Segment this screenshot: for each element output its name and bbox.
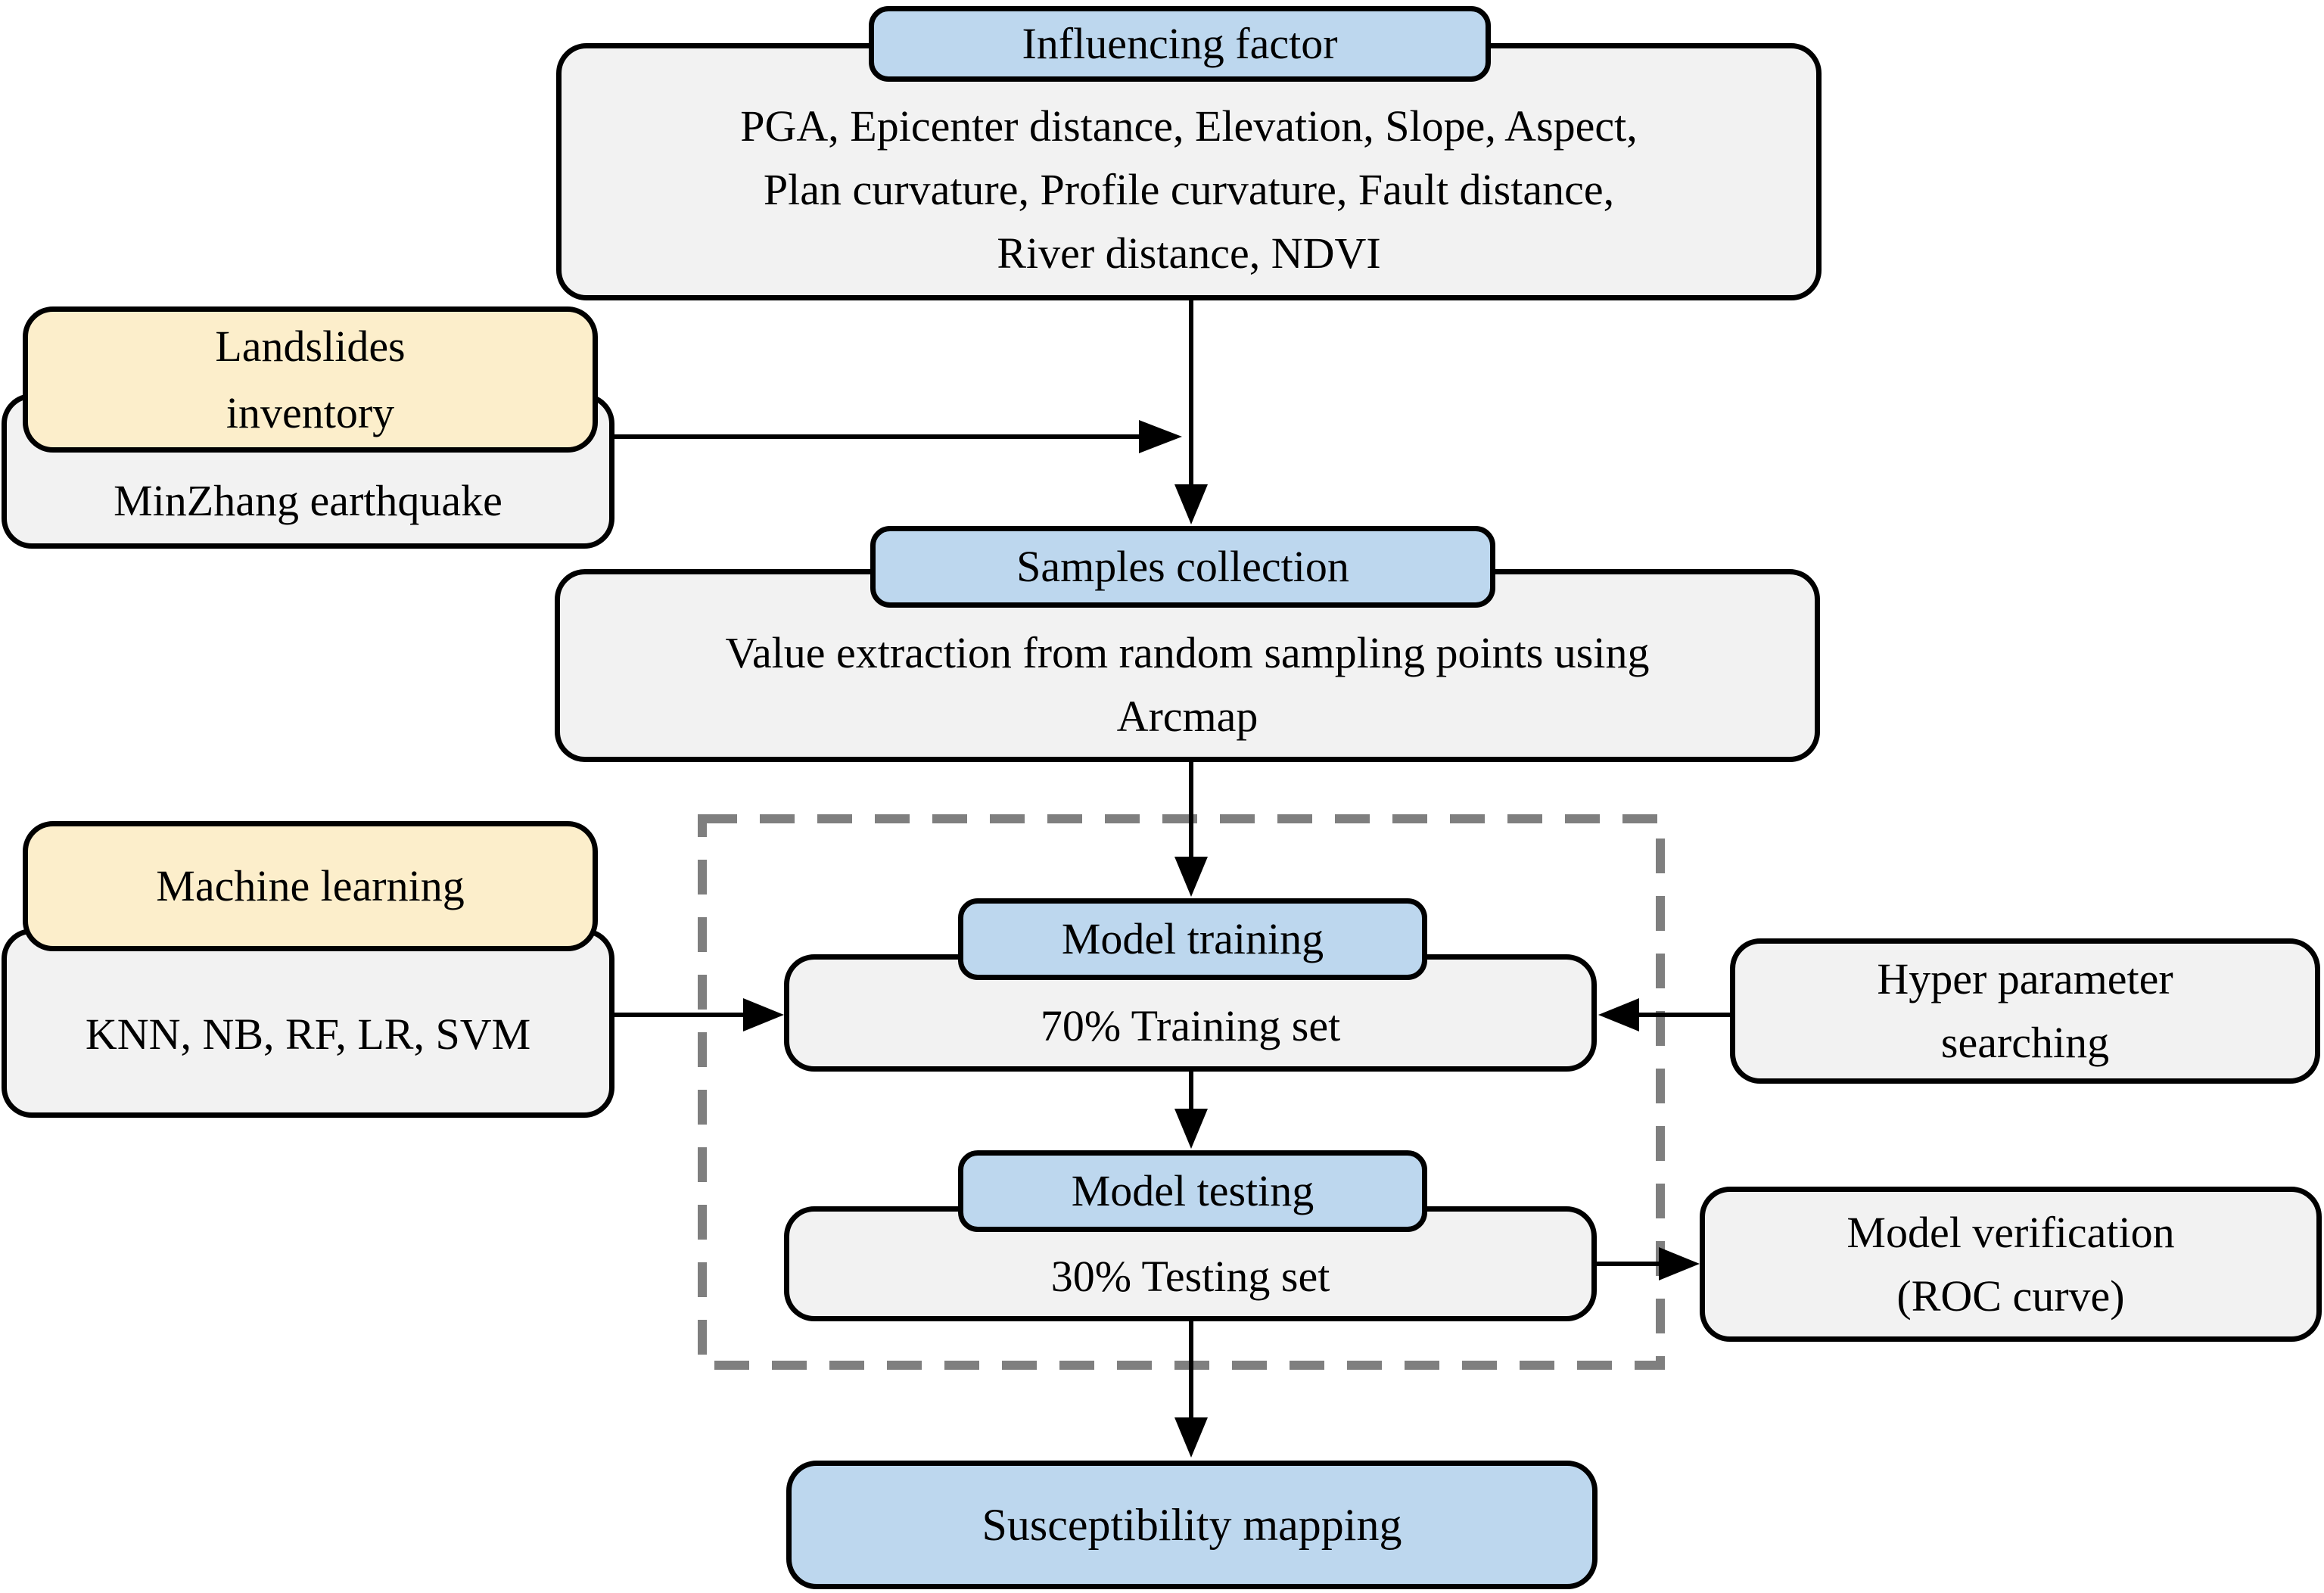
model-testing-set: 30% Testing set <box>1050 1252 1330 1301</box>
influencing-factor-header: Influencing factor <box>869 6 1491 82</box>
machine-learning-body: KNN, NB, RF, LR, SVM <box>2 929 614 1118</box>
influencing-factor-body: PGA, Epicenter distance, Elevation, Slop… <box>556 43 1822 300</box>
samples-collection-line: Arcmap <box>1116 692 1258 741</box>
influencing-factor-line: PGA, Epicenter distance, Elevation, Slop… <box>740 101 1638 151</box>
influencing-factor-line: River distance, NDVI <box>997 229 1381 278</box>
model-training-header: Model training <box>958 898 1427 980</box>
samples-collection-header: Samples collection <box>870 526 1495 608</box>
arrowhead-hyper-to-training <box>1598 998 1639 1031</box>
landslides-inventory-header-line: Landslides <box>215 321 406 371</box>
influencing-factor-line: Plan curvature, Profile curvature, Fault… <box>763 165 1615 214</box>
machine-learning-algorithms: KNN, NB, RF, LR, SVM <box>85 1010 531 1059</box>
model-verification-line: (ROC curve) <box>1896 1271 2125 1321</box>
landslides-inventory-source: MinZhang earthquake <box>114 475 502 525</box>
susceptibility-mapping-box: Susceptibility mapping <box>786 1461 1598 1589</box>
arrowhead-training-to-testing <box>1174 1109 1208 1149</box>
arrowhead-influencing-to-samples <box>1174 484 1208 524</box>
hyper-parameter-line: Hyper parameter <box>1877 954 2173 1003</box>
machine-learning-header: Machine learning <box>23 821 598 951</box>
landslides-inventory-header: Landslides inventory <box>23 306 598 453</box>
model-testing-header: Model testing <box>958 1150 1427 1232</box>
arrowhead-samples-to-training <box>1174 857 1208 897</box>
arrowhead-testing-to-verification <box>1659 1247 1700 1280</box>
model-verification-line: Model verification <box>1846 1207 2175 1257</box>
model-training-set: 70% Training set <box>1040 1000 1341 1050</box>
landslides-inventory-header-line: inventory <box>226 387 395 437</box>
arrowhead-testing-to-mapping <box>1174 1417 1208 1458</box>
samples-collection-line: Value extraction from random sampling po… <box>725 628 1650 677</box>
hyper-parameter-searching-box: Hyper parameter searching <box>1730 938 2320 1084</box>
hyper-parameter-line: searching <box>1940 1018 2110 1067</box>
arrowhead-landslides-to-junction <box>1139 420 1182 453</box>
model-verification-box: Model verification (ROC curve) <box>1700 1187 2322 1342</box>
arrowhead-ml-to-training <box>743 998 784 1031</box>
